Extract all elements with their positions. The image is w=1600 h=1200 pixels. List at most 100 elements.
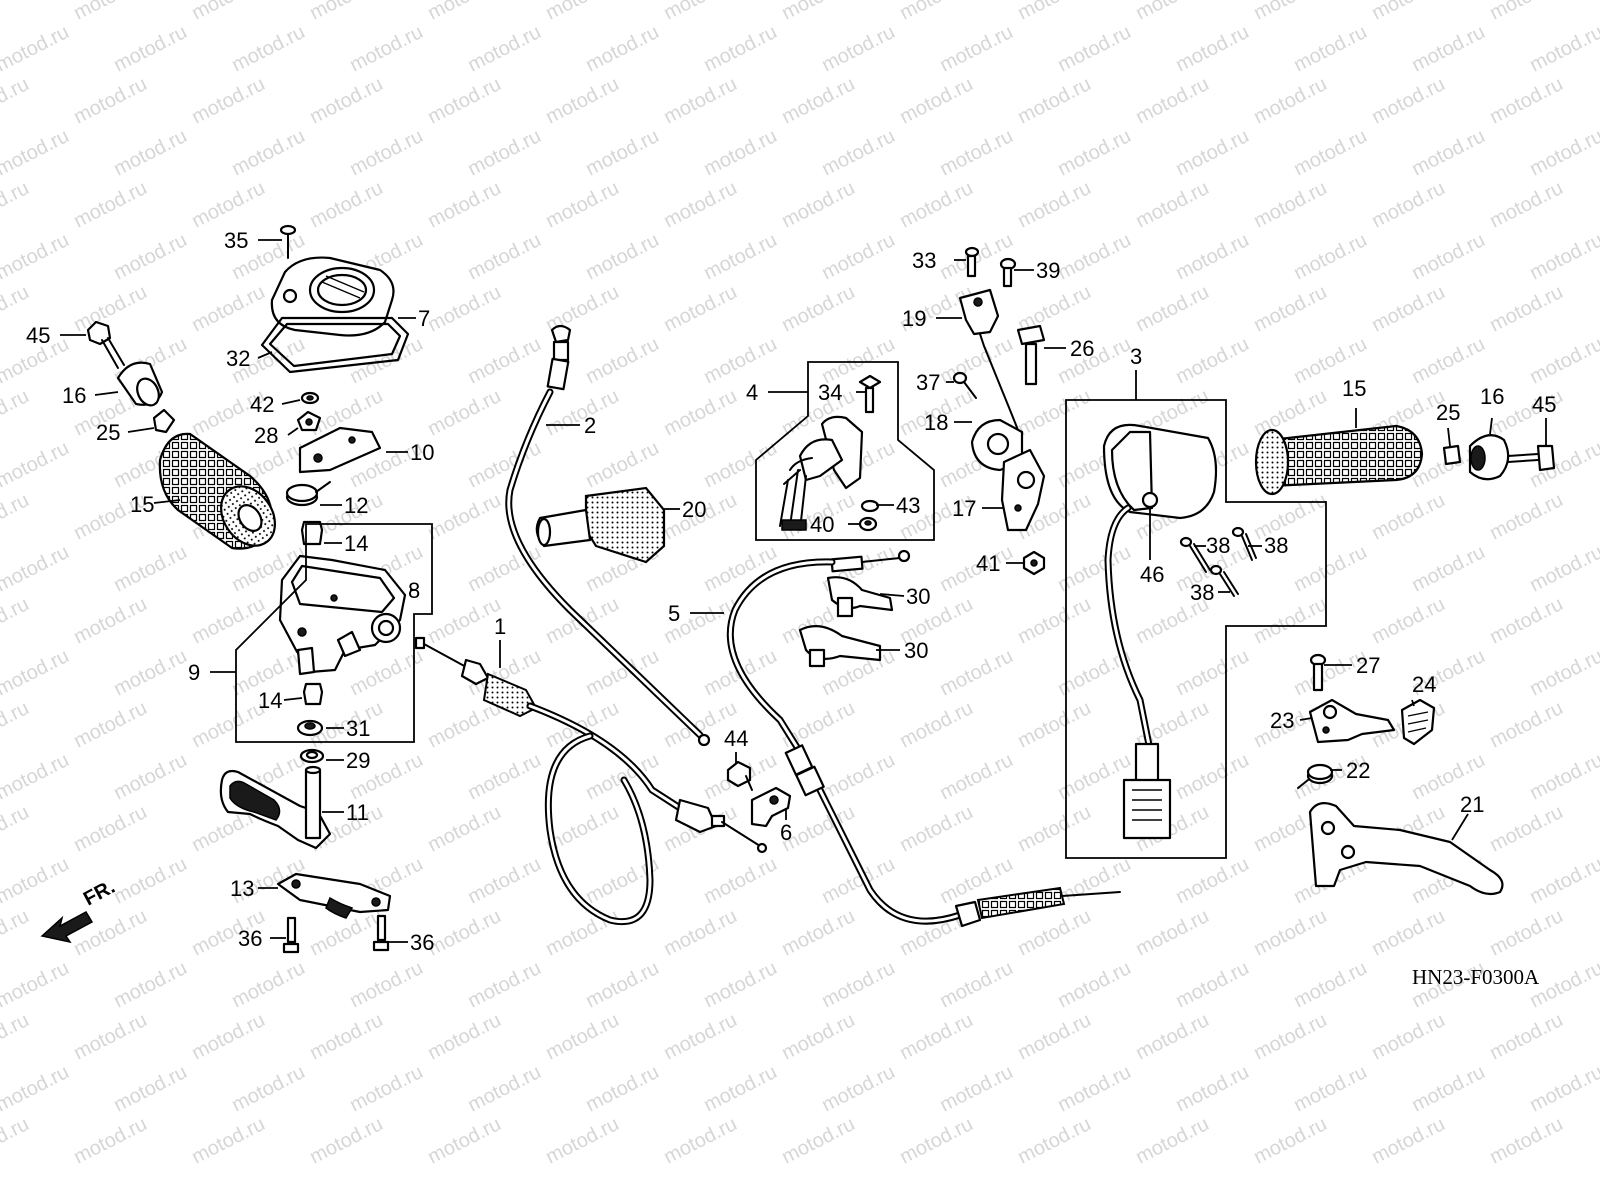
watermark-text: motod.ru	[424, 1113, 504, 1168]
watermark-text: motod.ru	[542, 0, 622, 24]
watermark-text: motod.ru	[0, 853, 73, 908]
part-45-bolt-right	[1507, 444, 1556, 472]
callout-22: 22	[1346, 758, 1370, 783]
watermark-text: motod.ru	[1368, 281, 1448, 336]
watermark-text: motod.ru	[424, 905, 504, 960]
watermark-text: motod.ru	[70, 1113, 150, 1168]
watermark-text: motod.ru	[0, 0, 33, 24]
watermark-text: motod.ru	[1526, 1061, 1600, 1116]
watermark-text: motod.ru	[1132, 905, 1212, 960]
watermark-text: motod.ru	[818, 957, 898, 1012]
callout-25-right: 25	[1436, 400, 1460, 425]
watermark-text: motod.ru	[1250, 593, 1330, 648]
callout-26: 26	[1070, 336, 1094, 361]
watermark-text: motod.ru	[1172, 125, 1252, 180]
watermark-text: motod.ru	[1014, 905, 1094, 960]
watermark-text: motod.ru	[1132, 73, 1212, 128]
callout-45: 45	[26, 323, 50, 348]
watermark-text: motod.ru	[1132, 0, 1212, 24]
watermark-text: motod.ru	[936, 957, 1016, 1012]
watermark-text: motod.ru	[188, 1009, 268, 1064]
callout-15: 15	[130, 492, 154, 517]
watermark-text: motod.ru	[1408, 333, 1488, 388]
part-39-screw	[999, 257, 1017, 288]
part-18-clamp	[970, 418, 1024, 472]
watermark-text: motod.ru	[660, 0, 740, 24]
part-38-screw	[1179, 536, 1211, 573]
watermark-text: motod.ru	[700, 125, 780, 180]
watermark-text: motod.ru	[1408, 1061, 1488, 1116]
watermark-text: motod.ru	[582, 437, 662, 492]
watermark-text: motod.ru	[1526, 645, 1600, 700]
watermark-text: motod.ru	[1054, 957, 1134, 1012]
watermark-text: motod.ru	[1486, 697, 1566, 752]
callout-21: 21	[1460, 792, 1484, 817]
callout-35: 35	[224, 228, 248, 253]
part-25-collar-right	[1442, 444, 1462, 466]
watermark-text: motod.ru	[464, 1061, 544, 1116]
watermark-text: motod.ru	[1526, 125, 1600, 180]
part-14-collar-lower	[302, 682, 324, 706]
watermark-text: motod.ru	[1054, 229, 1134, 284]
watermark-text: motod.ru	[1408, 125, 1488, 180]
callout-20: 20	[682, 497, 706, 522]
watermark-text: motod.ru	[1486, 177, 1566, 232]
watermark-text: motod.ru	[1250, 905, 1330, 960]
watermark-text: motod.ru	[1486, 0, 1566, 24]
watermark-text: motod.ru	[1486, 1009, 1566, 1064]
callout-41: 41	[976, 551, 1000, 576]
part-40-nut	[858, 516, 878, 532]
watermark-text: motod.ru	[936, 749, 1016, 804]
callout-29: 29	[346, 748, 370, 773]
watermark-text: motod.ru	[818, 125, 898, 180]
watermark-text: motod.ru	[1408, 541, 1488, 596]
watermark-text: motod.ru	[70, 801, 150, 856]
part-26-bolt	[1016, 324, 1046, 386]
part-31-seal	[296, 719, 324, 737]
watermark-text: motod.ru	[582, 1061, 662, 1116]
part-45-bolt	[86, 320, 125, 369]
watermark-text: motod.ru	[700, 541, 780, 596]
watermark-text: motod.ru	[1368, 73, 1448, 128]
watermark-text: motod.ru	[542, 177, 622, 232]
watermark-text: motod.ru	[188, 0, 268, 24]
part-10-arm-plate	[298, 426, 382, 474]
watermark-text: motod.ru	[1250, 281, 1330, 336]
watermark-text: motod.ru	[0, 645, 73, 700]
front-direction-arrow-icon	[40, 911, 94, 944]
watermark-text: motod.ru	[1250, 73, 1330, 128]
part-2-choke-cable	[505, 324, 711, 747]
part-21-brake-lever	[1308, 801, 1504, 896]
callout-17: 17	[952, 496, 976, 521]
callout-36: 36	[238, 926, 262, 951]
watermark-text: motod.ru	[110, 125, 190, 180]
watermark-text: motod.ru	[1486, 489, 1566, 544]
watermark-text: motod.ru	[0, 1061, 73, 1116]
watermark-text: motod.ru	[1368, 905, 1448, 960]
watermark-text: motod.ru	[896, 1113, 976, 1168]
part-36-bolt-2	[372, 914, 390, 952]
watermark-text: motod.ru	[1054, 125, 1134, 180]
part-22-spring	[1297, 763, 1334, 789]
watermark-text: motod.ru	[188, 73, 268, 128]
callout-30: 30	[906, 584, 930, 609]
watermark-text: motod.ru	[1172, 645, 1252, 700]
watermark-text: motod.ru	[1486, 1113, 1566, 1168]
watermark-text: motod.ru	[424, 593, 504, 648]
part-4-bracket-assembly	[779, 415, 864, 531]
watermark-text: motod.ru	[1526, 541, 1600, 596]
watermark-text: motod.ru	[1526, 333, 1600, 388]
watermark-text: motod.ru	[110, 853, 190, 908]
watermark-text: motod.ru	[188, 593, 268, 648]
watermark-text: motod.ru	[1172, 749, 1252, 804]
diagram-code: HN23-F0300A	[1412, 965, 1540, 989]
watermark-text: motod.ru	[1408, 229, 1488, 284]
watermark-text: motod.ru	[896, 177, 976, 232]
watermark-text: motod.ru	[936, 645, 1016, 700]
watermark-text: motod.ru	[306, 73, 386, 128]
watermark-text: motod.ru	[464, 957, 544, 1012]
watermark-text: motod.ru	[582, 333, 662, 388]
callout-39: 39	[1036, 258, 1060, 283]
